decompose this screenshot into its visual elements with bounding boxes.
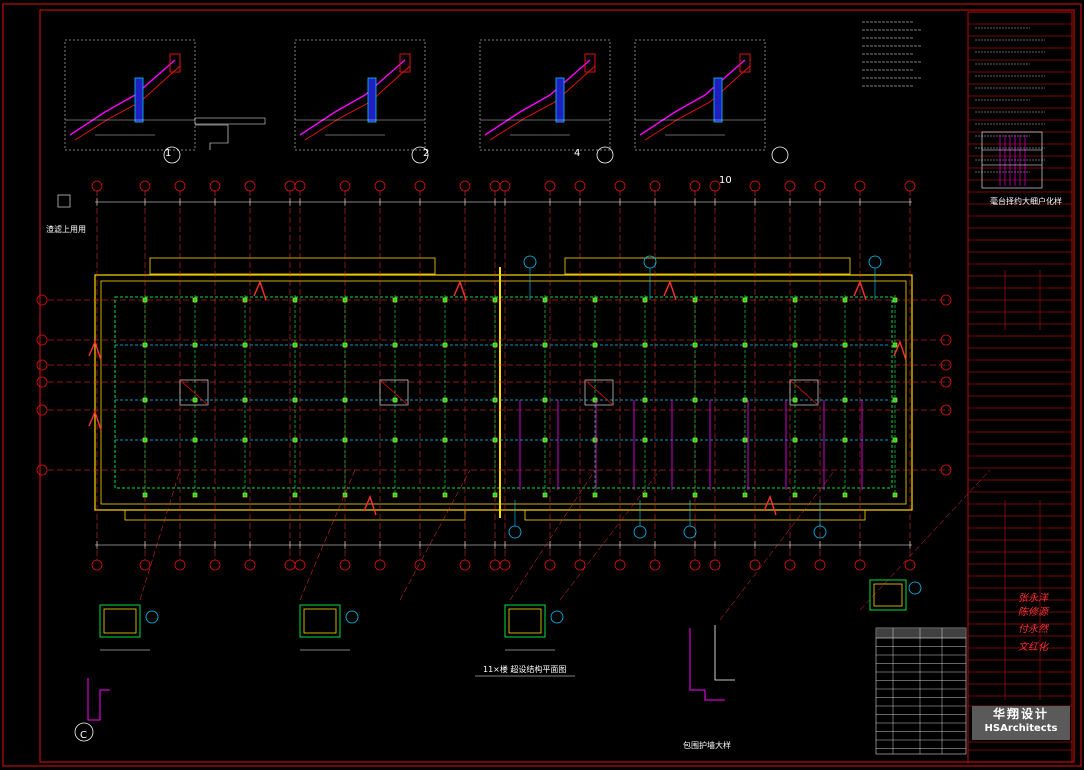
- bottom-details: [74, 579, 922, 742]
- detail-label-4: 4: [574, 148, 581, 159]
- sheet-border: [2, 3, 1082, 767]
- plan-title: 11×楼 超设结构平面图: [483, 665, 567, 674]
- company-name-cn: 华翔设计: [992, 707, 1049, 721]
- legend-caption: 毫台择约大细户化样: [990, 197, 1062, 206]
- detail-label-1: 1: [165, 148, 172, 159]
- foundation-plan: [36, 180, 991, 621]
- signature-3: 付永然: [1018, 624, 1048, 635]
- company-logo: 华翔设计 HSArchitects: [972, 706, 1070, 740]
- signature-1: 张永洋: [1018, 593, 1048, 604]
- left-caption: 渣滤上用用: [46, 225, 86, 234]
- signature-4: 文红化: [1018, 642, 1048, 653]
- section-label-c: C: [80, 730, 87, 741]
- company-name-en: HSArchitects: [984, 723, 1058, 734]
- detail-label-10: 10: [719, 175, 732, 186]
- detail-label-2: 2: [423, 148, 430, 159]
- general-notes: [862, 21, 922, 87]
- signature-2: 陈修源: [1018, 607, 1048, 618]
- detail-caption: 包围护墙大样: [683, 741, 731, 750]
- revision-table: [875, 627, 967, 755]
- drawing-frame: [39, 9, 1075, 763]
- stair-section-details: [64, 39, 789, 164]
